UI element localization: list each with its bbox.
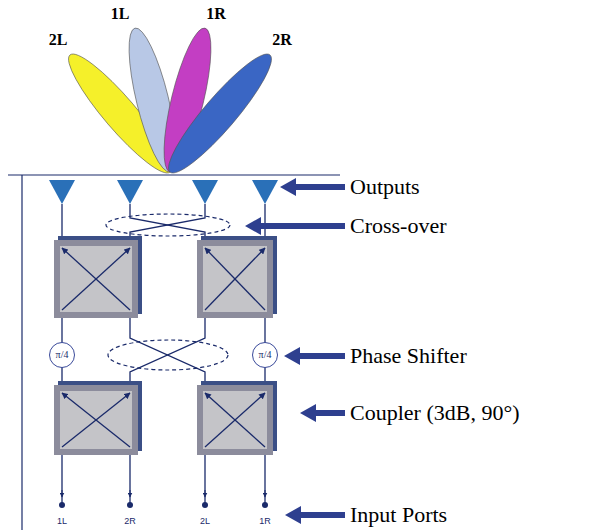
coupler-path: [62, 393, 130, 447]
callout-label: Coupler (3dB, 90°): [350, 402, 520, 424]
coupler-frame: [197, 240, 273, 318]
port-label: 2L: [200, 517, 210, 526]
antenna-elements: [49, 180, 278, 204]
beam-label: 2R: [272, 32, 292, 48]
crossover-ellipse: [108, 340, 228, 370]
coupler-path: [62, 393, 130, 447]
port-ticks: [62, 490, 265, 497]
port-label: 2R: [124, 517, 136, 526]
coupler-body: [60, 391, 132, 449]
callout-label: Outputs: [350, 176, 420, 198]
coupler-bevel: [58, 236, 142, 314]
coupler-path: [62, 248, 130, 310]
phase-shifter: π/4: [49, 342, 75, 368]
beam-lobes: [58, 24, 282, 182]
port-dots: [59, 502, 268, 508]
callout-label: Phase Shifter: [350, 345, 467, 367]
crossover-ellipse: [106, 214, 230, 236]
coupler-bevel: [58, 381, 142, 451]
phase-value: π/4: [259, 350, 272, 360]
pointer-arrows: [245, 178, 345, 524]
ground-line: [8, 174, 340, 175]
phase-shifter: π/4: [252, 342, 278, 368]
frame-line: [21, 175, 22, 530]
beam-label: 1L: [111, 6, 130, 22]
coupler-frame: [54, 240, 138, 318]
coupler-body: [203, 246, 267, 312]
port-label: 1R: [259, 517, 271, 526]
coupler-bevel: [201, 236, 277, 314]
coupler-path: [62, 248, 130, 310]
beam-label: 1R: [206, 6, 226, 22]
callout-label: Input Ports: [350, 504, 447, 526]
coupler-path: [205, 393, 265, 447]
coupler-frame: [54, 385, 138, 455]
coupler-body: [60, 246, 132, 312]
coupler-path: [205, 248, 265, 310]
coupler-path: [205, 248, 265, 310]
port-label: 1L: [57, 517, 67, 526]
callout-label: Cross-over: [350, 215, 447, 237]
coupler-bevel: [201, 381, 277, 451]
phase-value: π/4: [56, 350, 69, 360]
coupler-path: [205, 393, 265, 447]
coupler-frame: [197, 385, 273, 455]
coupler-body: [203, 391, 267, 449]
couplers: [54, 236, 277, 455]
beam-label: 2L: [49, 32, 68, 48]
